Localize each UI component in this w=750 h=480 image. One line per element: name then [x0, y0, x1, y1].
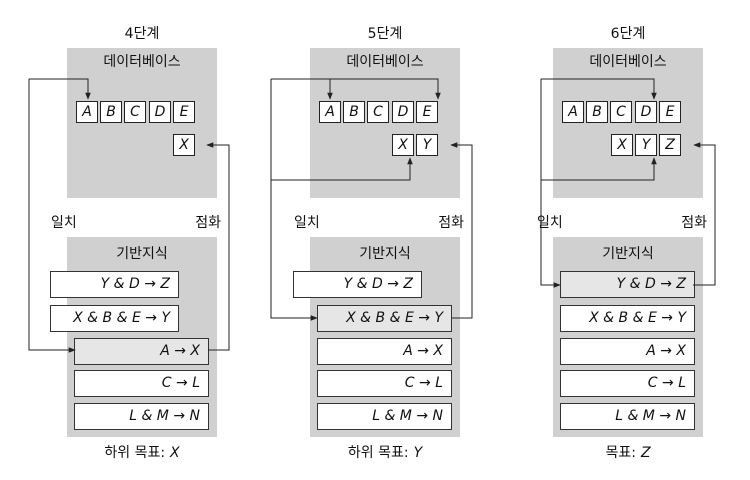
knowledge-base-label: 기반지식 — [359, 246, 411, 262]
fact-cell-b: B — [343, 101, 365, 123]
fire-arrow-y — [450, 142, 473, 319]
goal-caption: 목표:Z — [605, 445, 650, 461]
rule-4: C → L — [317, 370, 452, 397]
derived-fact-x: X — [611, 134, 633, 156]
fire-label: 점화 — [438, 215, 464, 231]
fact-cell-e: E — [173, 101, 195, 123]
database-box — [553, 48, 703, 198]
derived-fact-z: Z — [659, 134, 681, 156]
match-arrow-y — [540, 79, 657, 181]
rule-3: A → X — [317, 338, 452, 365]
fact-cell-b: B — [100, 101, 122, 123]
rule-1: Y & D → Z — [50, 271, 179, 298]
goal-value: Y — [413, 445, 423, 461]
fact-cell-c: C — [124, 101, 146, 123]
fact-cell-d: D — [635, 101, 657, 123]
goal-label: 목표: — [605, 445, 636, 461]
fire-arrow-x — [206, 142, 230, 351]
step-label: 4단계 — [124, 26, 160, 42]
match-arrow-e — [271, 78, 441, 100]
fire-label: 점화 — [681, 215, 707, 231]
rule-4: C → L — [74, 370, 209, 397]
fact-cell-a: A — [76, 101, 98, 123]
match-arrow-d — [541, 78, 657, 100]
rule-1: Y & D → Z — [560, 271, 695, 298]
derived-fact-y: Y — [635, 134, 657, 156]
fact-cell-d: D — [392, 101, 414, 123]
database-label: 데이터베이스 — [346, 54, 424, 70]
database-label: 데이터베이스 — [103, 54, 181, 70]
match-label: 일치 — [537, 215, 563, 231]
goal-label: 하위 목표: — [104, 445, 166, 461]
match-arrow-x — [270, 79, 413, 181]
rule-1: Y & D → Z — [293, 271, 422, 298]
rule-2: X & B & E → Y — [50, 305, 179, 332]
rule-3: A → X — [560, 338, 695, 365]
fire-label: 점화 — [195, 215, 221, 231]
fact-cell-a: A — [319, 101, 341, 123]
knowledge-base-label: 기반지식 — [602, 246, 654, 262]
fact-cell-c: C — [367, 101, 389, 123]
fire-arrow-z — [693, 142, 716, 286]
match-arrow-rule — [270, 180, 318, 321]
rule-5: L & M → N — [560, 403, 695, 430]
goal-caption: 하위 목표:X — [104, 445, 179, 461]
goal-value: X — [170, 445, 180, 461]
step-label: 5단계 — [367, 26, 403, 42]
database-box — [310, 48, 460, 198]
fact-cell-c: C — [610, 101, 632, 123]
derived-fact-x: X — [173, 134, 195, 156]
fact-cell-b: B — [586, 101, 608, 123]
fact-cell-e: E — [659, 101, 681, 123]
derived-fact-x: X — [392, 134, 414, 156]
step-label: 6단계 — [610, 26, 646, 42]
database-box — [67, 48, 217, 198]
rule-5: L & M → N — [74, 403, 209, 430]
fact-cell-a: A — [562, 101, 584, 123]
database-label: 데이터베이스 — [589, 54, 667, 70]
knowledge-base-label: 기반지식 — [116, 246, 168, 262]
match-arrow-rule — [28, 79, 76, 353]
goal-label: 하위 목표: — [347, 445, 409, 461]
fact-cell-d: D — [149, 101, 171, 123]
rule-2: X & B & E → Y — [317, 305, 452, 332]
rule-5: L & M → N — [317, 403, 452, 430]
goal-caption: 하위 목표:Y — [348, 445, 422, 461]
match-arrow-rule — [540, 180, 561, 288]
match-label: 일치 — [51, 215, 77, 231]
goal-value: Z — [640, 445, 651, 461]
match-label: 일치 — [294, 215, 320, 231]
fact-cell-e: E — [416, 101, 438, 123]
match-arrow-a — [29, 78, 91, 100]
rule-2: X & B & E → Y — [560, 305, 695, 332]
rule-4: C → L — [560, 370, 695, 397]
derived-fact-y: Y — [416, 134, 438, 156]
